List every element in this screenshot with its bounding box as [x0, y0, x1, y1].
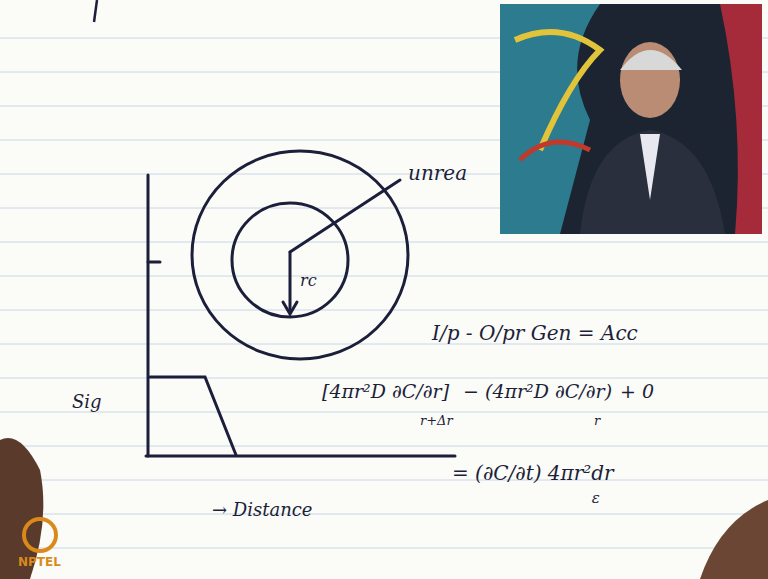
axis-label: → Distance [212, 500, 313, 520]
ruled-lines [0, 38, 768, 548]
equation-term: + 0 [620, 381, 654, 402]
lecturer-video-inset [500, 4, 762, 234]
subscript: r+Δr [420, 414, 453, 428]
subscript: ε [592, 490, 600, 507]
radius-label: rc [300, 272, 317, 290]
hands [0, 438, 768, 579]
pen-stroke [94, 0, 97, 22]
nptel-logo [24, 519, 56, 551]
balance-equation: I/p - O/pr Gen = Acc [432, 322, 638, 344]
callout-word: unrea [408, 162, 467, 184]
axis-label: Sig [72, 392, 102, 412]
logo-text: NPTEL [18, 556, 61, 569]
equation-term: = (∂C/∂t) 4πr²dr [452, 462, 614, 484]
shrinking-core-sketch [146, 151, 455, 456]
equation-term: − (4πr²D ∂C/∂r) [463, 381, 612, 402]
equation-term: [4πr²D ∂C/∂r] [322, 381, 449, 402]
subscript: r [594, 414, 600, 428]
